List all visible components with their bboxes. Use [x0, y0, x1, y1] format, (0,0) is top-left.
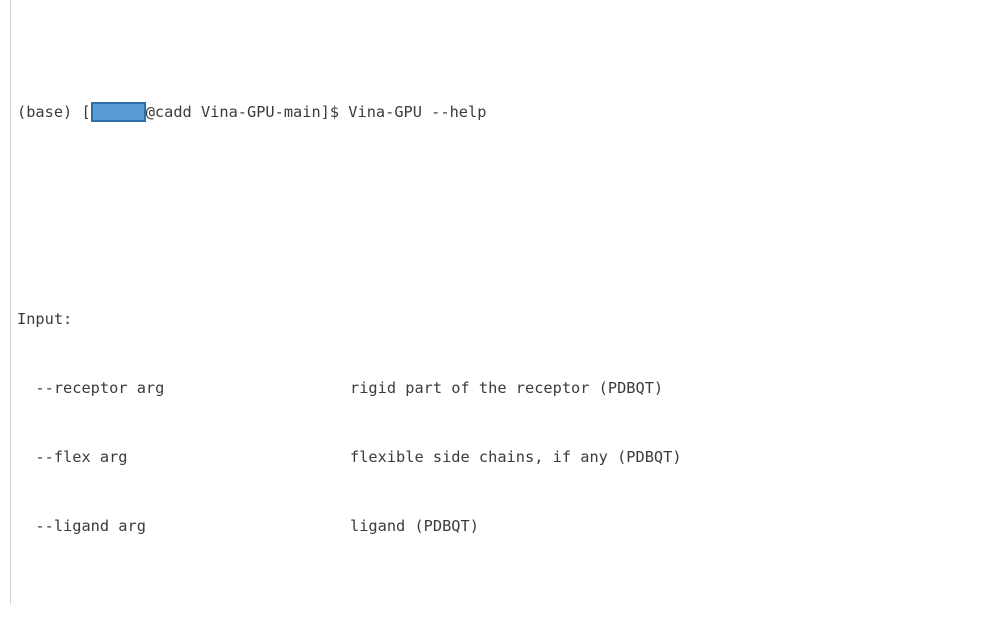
blank-line: [17, 193, 810, 216]
prompt-bracket-open: [: [81, 103, 91, 121]
prompt-line: (base) [ @cadd Vina-GPU-main]$ Vina-GPU -…: [17, 101, 810, 124]
option-description: ligand (PDBQT): [350, 517, 479, 535]
terminal-output: (base) [ @cadd Vina-GPU-main]$ Vina-GPU -…: [17, 9, 810, 620]
left-border-rule: [10, 0, 11, 604]
prompt-env: (base): [17, 103, 82, 121]
prompt-host-path: @cadd Vina-GPU-main]$: [145, 103, 349, 121]
prompt-command: Vina-GPU --help: [348, 103, 487, 121]
blank-line: [17, 607, 810, 620]
redacted-username-box: [90, 102, 146, 122]
option-description: flexible side chains, if any (PDBQT): [350, 448, 682, 466]
help-row: --ligand arg ligand (PDBQT): [17, 515, 810, 538]
option-description: rigid part of the receptor (PDBQT): [350, 379, 664, 397]
help-row: --receptor arg rigid part of the receptor…: [17, 377, 810, 400]
section-heading-input: Input:: [17, 310, 73, 328]
help-row: --flex arg flexible side chains, if any (…: [17, 446, 810, 469]
option-flag: --flex arg: [17, 448, 128, 466]
option-flag: --ligand arg: [17, 517, 146, 535]
option-flag: --receptor arg: [17, 379, 165, 397]
